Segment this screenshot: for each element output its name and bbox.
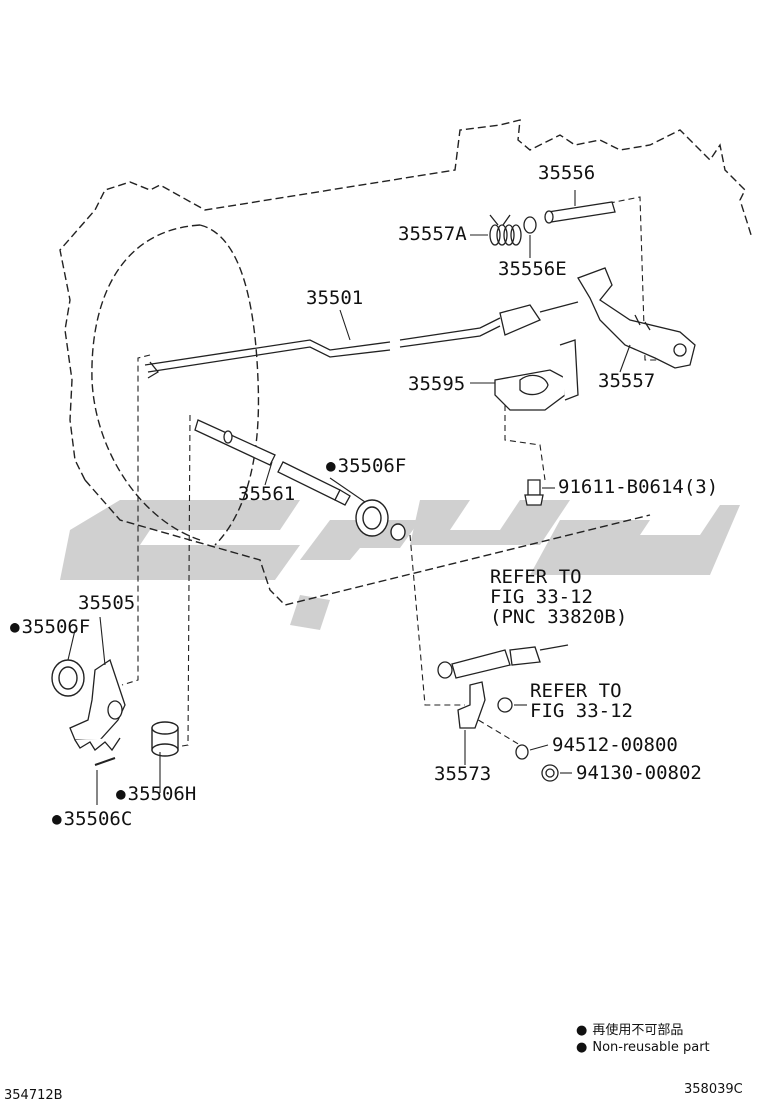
pin-35506C	[94, 757, 116, 766]
ref-note-1-line3: (PNC 33820B)	[490, 606, 628, 628]
e-ring-35556E	[523, 216, 537, 234]
legend-text-japanese: 再使用不可部品	[592, 1023, 684, 1038]
label-35556: 35556	[538, 162, 596, 184]
legend-item-japanese: ● 再使用不可部品	[576, 1019, 683, 1038]
bracket-35573	[457, 681, 486, 729]
label-35573: 35573	[434, 763, 492, 785]
label-91611: 91611-B0614(3)	[558, 476, 719, 498]
label-35561: 35561	[238, 483, 296, 505]
lever-35557	[577, 267, 696, 369]
cable-end-boot	[437, 644, 569, 679]
torsion-spring-35557A	[489, 214, 522, 246]
bullet-icon: ●	[576, 1040, 588, 1055]
label-94130: 94130-00802	[576, 762, 702, 784]
legend-item-english: ● Non-reusable part	[576, 1040, 710, 1055]
shaft-35561	[194, 419, 351, 506]
label-35501: 35501	[306, 287, 364, 309]
lever-35505	[69, 658, 126, 752]
label-35506F-lower: 35506F	[10, 618, 91, 637]
watermark-logo	[60, 500, 740, 630]
transmission-case-outline	[59, 119, 753, 606]
oil-seal-35506F-upper	[355, 499, 406, 541]
label-35505: 35505	[78, 592, 136, 614]
oil-seal-35506F-lower	[51, 659, 85, 697]
label-35506F-upper: 35506F	[326, 457, 407, 476]
ref-note-2-line1: REFER TO	[530, 680, 622, 702]
pin-35556	[544, 201, 616, 224]
legend-text-english: Non-reusable part	[592, 1040, 710, 1055]
ref-note-1-line1: REFER TO	[490, 566, 582, 588]
bracket-35595	[494, 339, 579, 411]
ref-note-1-line2: FIG 33-12	[490, 586, 593, 608]
label-35506H: 35506H	[116, 785, 197, 804]
bushing-35506H	[151, 721, 179, 757]
figure-id-right: 358039C	[684, 1082, 743, 1097]
label-35556E: 35556E	[498, 258, 567, 280]
nuts	[497, 697, 559, 782]
control-cable-35501	[144, 301, 579, 379]
ref-note-2-line2: FIG 33-12	[530, 700, 633, 722]
label-94512: 94512-00800	[552, 734, 678, 756]
label-35557A: 35557A	[398, 223, 467, 245]
label-35506C: 35506C	[52, 810, 133, 829]
label-35557: 35557	[598, 370, 656, 392]
bullet-icon: ●	[576, 1023, 588, 1038]
bolt-91611	[524, 479, 544, 506]
label-35595: 35595	[408, 373, 466, 395]
figure-id-left: 354712B	[4, 1088, 63, 1103]
